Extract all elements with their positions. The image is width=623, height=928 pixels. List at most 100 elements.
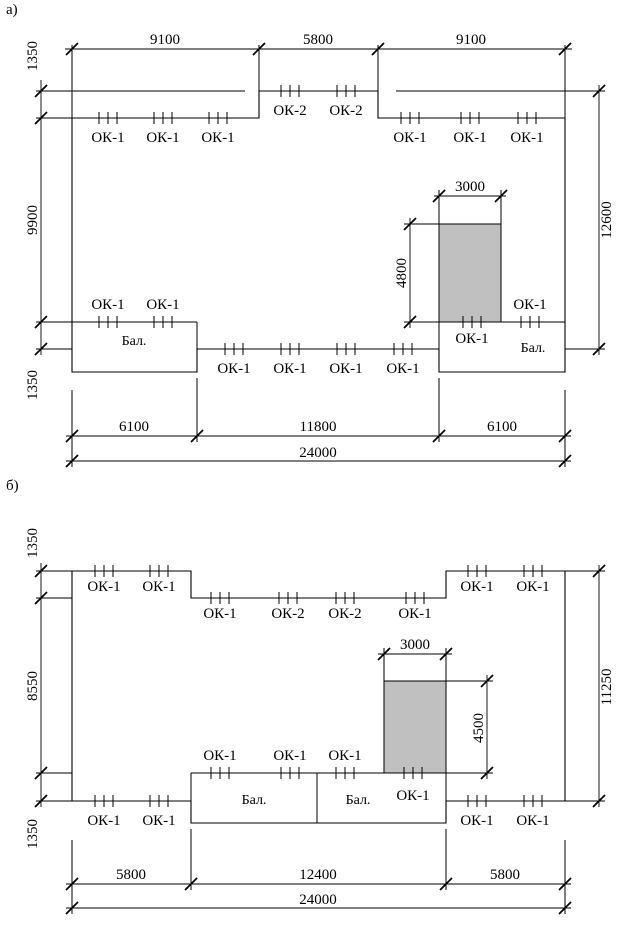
svg-text:ОК-1: ОК-1: [146, 297, 179, 313]
svg-text:ОК-1: ОК-1: [91, 130, 124, 146]
svg-text:ОК-1: ОК-1: [393, 130, 426, 146]
plan-a-window-top-1: ОК-1: [91, 112, 125, 146]
plan-b-outline: [71, 570, 566, 824]
svg-text:ОК-1: ОК-1: [328, 748, 361, 764]
plan-a: а) 9100 5800 9100: [6, 2, 615, 468]
plan-b-window-top-7: ОК-1: [460, 565, 494, 595]
plan-a-balcony-left-label: Бал.: [122, 334, 147, 349]
plan-a-window-stair: ОК-1: [455, 316, 489, 347]
plan-a-window-top-6: ОК-1: [393, 112, 427, 146]
plan-b-stair-block: [383, 680, 447, 774]
plan-b-dim-left-top: 1350: [25, 528, 41, 558]
svg-text:ОК-1: ОК-1: [217, 361, 250, 377]
plan-b-dim-left-bottom: 1350: [25, 819, 41, 849]
svg-text:ОК-1: ОК-1: [453, 130, 486, 146]
plan-a-window-top-5: ОК-2: [329, 85, 363, 119]
svg-text:ОК-1: ОК-1: [510, 130, 543, 146]
plan-a-bottom-dimension-chain: 6100 11800 6100 24000: [65, 378, 572, 468]
svg-text:ОК-1: ОК-1: [329, 361, 362, 377]
plan-a-dim-bottom-left: 6100: [119, 419, 149, 435]
svg-text:ОК-2: ОК-2: [271, 606, 304, 622]
plan-b-window-stair: ОК-1: [396, 767, 430, 804]
plan-a-dim-left-top: 1350: [25, 41, 41, 71]
plan-b-balcony-right-label: Бал.: [346, 793, 371, 808]
plan-a-window-top-2: ОК-1: [146, 112, 180, 146]
plan-b-windows: ОК-1 ОК-1 ОК-1 ОК-2 ОК-2 ОК-1 ОК-1 ОК-1 …: [87, 565, 550, 829]
svg-text:ОК-1: ОК-1: [273, 361, 306, 377]
svg-text:ОК-1: ОК-1: [460, 579, 493, 595]
svg-text:ОК-1: ОК-1: [201, 130, 234, 146]
plan-b-window-bottom-3: ОК-1: [460, 795, 494, 829]
plan-b-left-dimension-chain: 1350 8550 1350: [25, 528, 72, 849]
plan-a-window-top-8: ОК-1: [510, 112, 544, 146]
plan-a-right-dimension: 12600: [565, 84, 615, 356]
plan-a-window-top-4: ОК-2: [273, 85, 307, 119]
svg-text:ОК-1: ОК-1: [513, 297, 546, 313]
plan-b-window-balcony-2: ОК-1: [273, 748, 307, 779]
svg-text:ОК-1: ОК-1: [516, 579, 549, 595]
plan-a-dim-right: 12600: [599, 201, 615, 239]
plan-a-dim-stair-width: 3000: [455, 179, 485, 195]
svg-text:ОК-1: ОК-1: [87, 813, 120, 829]
plan-a-stair-dimensions: 3000 4800: [394, 179, 508, 329]
plan-a-dim-bottom-middle: 11800: [300, 419, 337, 435]
plan-a-caption: а): [6, 2, 18, 18]
plan-b-dim-overall: 24000: [299, 892, 337, 908]
plan-a-window-balcony-1: ОК-1: [91, 297, 125, 328]
svg-text:ОК-1: ОК-1: [146, 130, 179, 146]
plan-b-window-top-2: ОК-1: [142, 565, 176, 595]
plan-a-dim-left-middle: 9900: [25, 205, 41, 235]
plan-b-dim-bottom-left: 5800: [116, 867, 146, 883]
plan-a-dim-bottom-right: 6100: [487, 419, 517, 435]
plan-a-window-bottom-2: ОК-1: [273, 343, 307, 377]
plan-a-balcony-right-label: Бал.: [521, 341, 546, 356]
svg-text:ОК-1: ОК-1: [396, 788, 429, 804]
plan-a-dim-top-left: 9100: [150, 32, 180, 48]
plan-b-window-bottom-1: ОК-1: [87, 795, 121, 829]
plan-b-window-balcony-1: ОК-1: [203, 748, 237, 779]
svg-text:ОК-1: ОК-1: [142, 579, 175, 595]
plan-b-window-top-5: ОК-2: [328, 592, 362, 622]
plan-b-window-top-4: ОК-2: [271, 592, 305, 622]
plan-b-dim-stair-height: 4500: [471, 713, 487, 743]
plan-a-window-top-3: ОК-1: [201, 112, 235, 146]
plan-b-dim-bottom-right: 5800: [490, 867, 520, 883]
plan-a-window-top-7: ОК-1: [453, 112, 487, 146]
plan-a-left-dimension-chain: 1350 9900 1350: [25, 41, 605, 400]
plan-a-window-bottom-1: ОК-1: [217, 343, 251, 377]
svg-text:ОК-1: ОК-1: [142, 813, 175, 829]
plan-a-top-dimension-chain: 9100 5800 9100: [65, 32, 572, 118]
svg-text:ОК-1: ОК-1: [203, 606, 236, 622]
plan-a-window-bottom-3: ОК-1: [329, 343, 363, 377]
svg-text:ОК-1: ОК-1: [203, 748, 236, 764]
svg-text:ОК-1: ОК-1: [460, 813, 493, 829]
plan-b-window-bottom-2: ОК-1: [142, 795, 176, 829]
svg-text:ОК-1: ОК-1: [87, 579, 120, 595]
plan-a-dim-top-middle: 5800: [303, 32, 333, 48]
plan-a-dim-left-bottom: 1350: [25, 370, 41, 400]
plan-b-window-top-8: ОК-1: [516, 565, 550, 595]
plan-a-window-balcony-3: ОК-1: [513, 297, 547, 328]
plan-b-dim-left-middle: 8550: [25, 671, 41, 701]
plan-b-caption: б): [6, 478, 19, 494]
svg-text:ОК-1: ОК-1: [91, 297, 124, 313]
plan-b-window-top-3: ОК-1: [203, 592, 237, 622]
svg-text:ОК-1: ОК-1: [386, 361, 419, 377]
plan-b-right-dimension: 11250: [565, 564, 615, 808]
plan-a-stair-block: [438, 223, 502, 323]
plan-b-window-bottom-4: ОК-1: [516, 795, 550, 829]
plan-b-window-balcony-3: ОК-1: [328, 748, 362, 779]
plan-b-balcony-left-label: Бал.: [242, 793, 267, 808]
plan-b-dim-right: 11250: [599, 669, 615, 706]
svg-text:ОК-2: ОК-2: [273, 103, 306, 119]
plan-b-dim-bottom-middle: 12400: [299, 867, 337, 883]
plan-a-windows: ОК-1 ОК-1 ОК-1 ОК-2 ОК-2 ОК-1 ОК-1 ОК-1 …: [91, 85, 547, 377]
plan-a-window-balcony-2: ОК-1: [146, 297, 180, 328]
svg-text:ОК-2: ОК-2: [328, 606, 361, 622]
svg-text:ОК-2: ОК-2: [329, 103, 362, 119]
plan-b-bottom-dimension-chain: 5800 12400 5800 24000: [65, 829, 572, 915]
plan-b-window-top-6: ОК-1: [398, 592, 432, 622]
plan-b-stair-dimensions: 3000 4500: [377, 637, 494, 780]
svg-text:ОК-1: ОК-1: [398, 606, 431, 622]
